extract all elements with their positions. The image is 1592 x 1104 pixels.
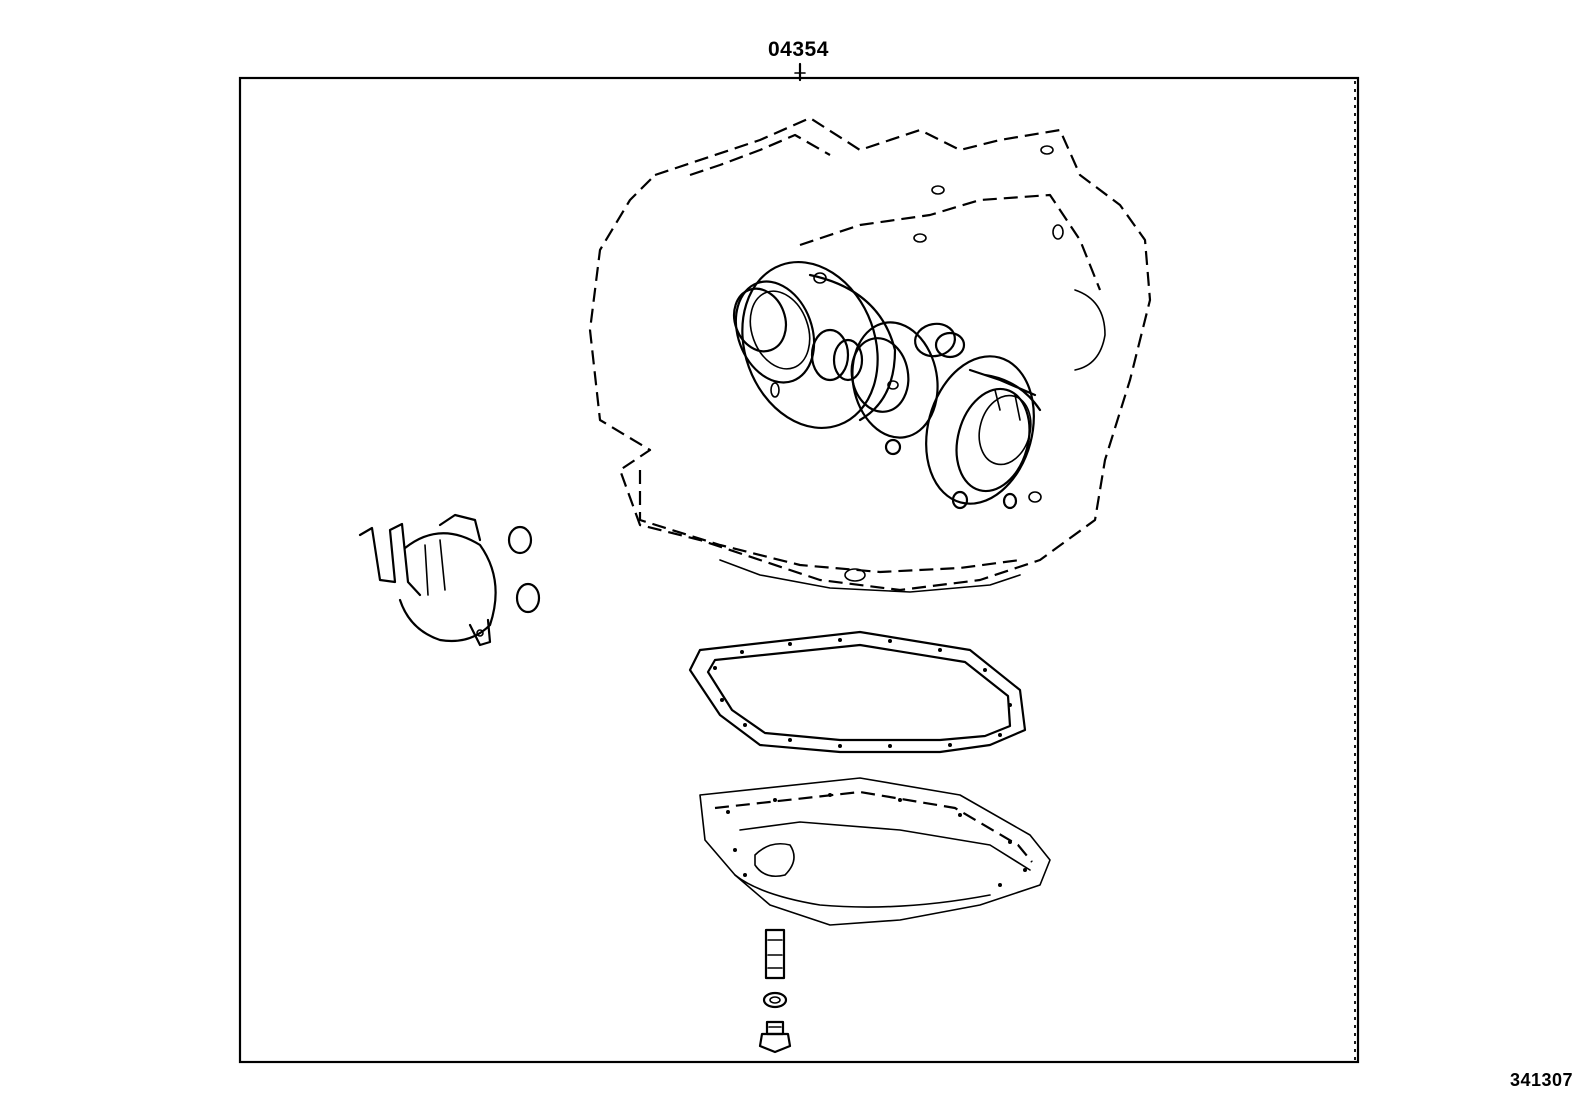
kit-part-number-label[interactable]: 04354 xyxy=(768,38,829,61)
drain-plug xyxy=(765,1020,785,1036)
bearing-retainer-right xyxy=(925,355,1042,510)
valve-body-cover-assembly xyxy=(358,513,541,647)
bearing-retainer-left xyxy=(732,260,897,430)
o-ring-upper xyxy=(507,525,533,555)
oil-pan-outline xyxy=(699,777,1051,926)
oil-seals-center xyxy=(810,321,966,456)
illustration-code: 341307 xyxy=(1510,1070,1574,1090)
o-ring-large xyxy=(851,321,939,439)
oil-pan-gasket xyxy=(688,630,1027,754)
drain-plug-stack xyxy=(758,928,792,1054)
kit-border xyxy=(238,62,1360,1064)
transaxle-case-outline xyxy=(588,116,1152,593)
o-ring-lower xyxy=(515,582,541,614)
gasket-washer xyxy=(762,991,788,1009)
